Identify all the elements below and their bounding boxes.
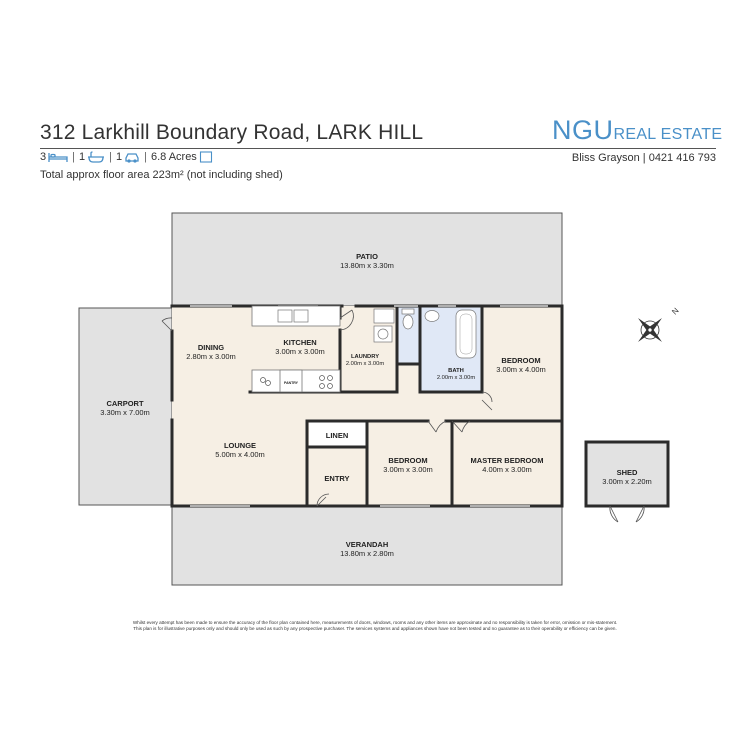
bathtub: [455, 309, 477, 359]
patio-label: PATIO: [356, 252, 378, 261]
property-address: 312 Larkhill Boundary Road, LARK HILL: [40, 121, 424, 144]
toilet-cistern: [401, 308, 415, 315]
land-icon: [199, 151, 213, 163]
laundry-tub: [373, 308, 395, 324]
linen-label: LINEN: [326, 431, 349, 440]
land-size: 6.8 Acres: [150, 151, 197, 164]
laundry-wet-area: [397, 306, 420, 364]
linen-cupboard: [309, 421, 367, 447]
stats-separator: |: [109, 151, 112, 164]
shed-doors: [609, 505, 645, 523]
bathtub-inner: [459, 313, 473, 355]
entry-area: [307, 447, 367, 506]
lounge-dims: 5.00m x 4.00m: [215, 450, 265, 459]
laundry-dims: 2.00m x 3.00m: [346, 361, 385, 367]
stats-separator: |: [72, 151, 75, 164]
patio-area: [171, 212, 563, 307]
bedroom-dims: 3.00m x 4.00m: [496, 365, 546, 374]
bath-dims: 2.00m x 3.00m: [437, 375, 476, 381]
logo-main-text: NGU: [552, 115, 614, 145]
disclaimer: Whilst every attempt has been made to en…: [60, 620, 690, 632]
fridge-icon: [260, 377, 271, 386]
floor-area-note: Total approx floor area 223m² (not inclu…: [40, 169, 283, 181]
master-bedroom-label: MASTER BEDROOM: [471, 456, 544, 465]
stats-separator: |: [144, 151, 147, 164]
kitchen-dims: 3.00m x 3.00m: [275, 347, 325, 356]
pantry-cupboard: [279, 369, 303, 393]
car-count: 1: [115, 151, 123, 164]
compass-rose-icon: [637, 317, 663, 343]
bath-icon: [87, 151, 105, 163]
car-icon: [124, 151, 140, 163]
bedroom-label: BEDROOM: [501, 356, 540, 365]
dining-label: DINING: [198, 343, 224, 352]
carport-area: [78, 307, 173, 506]
agent-contact: Bliss Grayson | 0421 416 793: [571, 152, 716, 164]
laundry-label: LAUNDRY: [351, 354, 379, 360]
carport-label: CARPORT: [106, 399, 144, 408]
kitchen-sink: [277, 309, 293, 323]
header-divider: [40, 148, 716, 149]
bathroom-count: 1: [78, 151, 86, 164]
logo-sub-text: REAL ESTATE: [613, 126, 723, 143]
stove-icon: [319, 375, 333, 389]
disclaimer-line-1: Whilst every attempt has been made to en…: [132, 620, 618, 625]
kitchen-bench: [251, 305, 341, 327]
vanity-basin: [424, 310, 440, 322]
shed-area: [584, 440, 670, 508]
pantry-label: PANTRY: [284, 381, 299, 385]
kitchen-sink-2: [293, 309, 309, 323]
kitchen-label: KITCHEN: [283, 338, 316, 347]
disclaimer-line-2: This plan is for illustrative purposes o…: [133, 626, 617, 631]
doors: [161, 309, 493, 507]
verandah-dims: 13.80m x 2.80m: [340, 549, 394, 558]
verandah-area: [171, 505, 563, 586]
washer-drum: [377, 328, 389, 340]
agency-logo: NGUREAL ESTATE: [552, 115, 722, 146]
washing-machine: [373, 325, 393, 343]
shed-dims: 3.00m x 2.20m: [602, 477, 652, 486]
verandah-label: VERANDAH: [346, 540, 389, 549]
toilet-icon: [402, 314, 414, 330]
compass-north-label: N: [670, 306, 681, 317]
shed-label: SHED: [617, 468, 638, 477]
patio-dims: 13.80m x 3.30m: [340, 261, 394, 270]
lounge-label: LOUNGE: [224, 441, 256, 450]
bath-label: BATH: [448, 368, 464, 374]
master-bedroom-dims: 4.00m x 3.00m: [482, 465, 532, 474]
entry-label: ENTRY: [324, 474, 349, 483]
property-stats: 3 | 1 | 1 | 6.8 Acres: [40, 151, 213, 163]
bedroom-2-dims: 3.00m x 3.00m: [383, 465, 433, 474]
bed-icon: [48, 151, 68, 163]
bedroom-2-label: BEDROOM: [388, 456, 427, 465]
carport-dims: 3.30m x 7.00m: [100, 408, 150, 417]
dining-dims: 2.80m x 3.00m: [186, 352, 236, 361]
bedroom-count: 3: [40, 151, 47, 164]
